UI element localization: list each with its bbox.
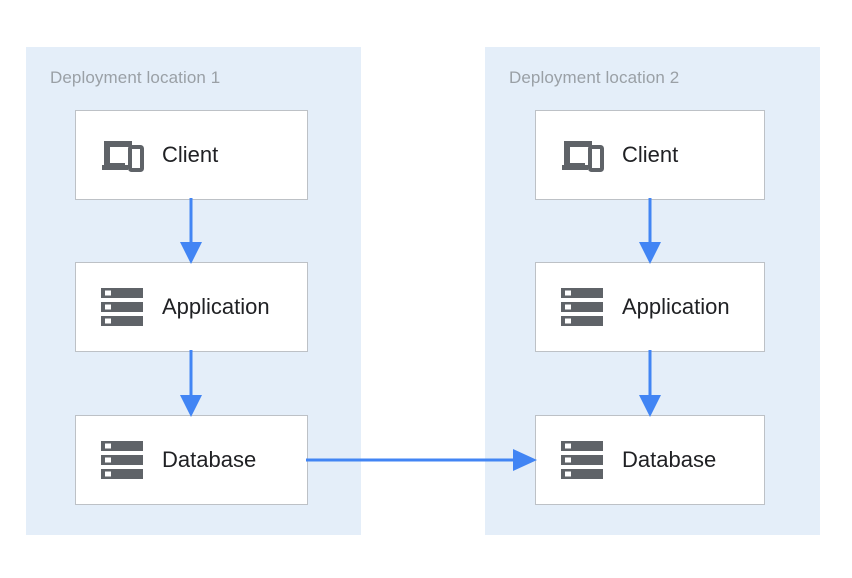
node-client-1-label: Client	[162, 142, 219, 167]
node-application-1[interactable]: Application	[75, 262, 308, 352]
server-icon	[98, 283, 146, 331]
node-database-2-label: Database	[622, 447, 717, 472]
node-application-2[interactable]: Application	[535, 262, 765, 352]
devices-icon	[558, 131, 606, 179]
edge-application2-to-database2	[639, 350, 661, 417]
deployment-zone-1-title: Deployment location 1	[50, 68, 221, 87]
edge-database1-to-database2	[306, 449, 537, 471]
edge-client1-to-application1	[180, 198, 202, 264]
server-icon	[558, 283, 606, 331]
node-client-2-label: Client	[622, 142, 679, 167]
node-database-2[interactable]: Database	[535, 415, 765, 505]
node-database-1[interactable]: Database	[75, 415, 308, 505]
node-client-1[interactable]: Client	[75, 110, 308, 200]
edge-client2-to-application2	[639, 198, 661, 264]
edge-application1-to-database1	[180, 350, 202, 417]
deployment-zone-2-title: Deployment location 2	[509, 68, 680, 87]
server-icon	[558, 436, 606, 484]
node-database-1-label: Database	[162, 447, 257, 472]
node-application-2-label: Application	[622, 294, 730, 319]
server-icon	[98, 436, 146, 484]
node-client-2[interactable]: Client	[535, 110, 765, 200]
devices-icon	[98, 131, 146, 179]
node-application-1-label: Application	[162, 294, 270, 319]
